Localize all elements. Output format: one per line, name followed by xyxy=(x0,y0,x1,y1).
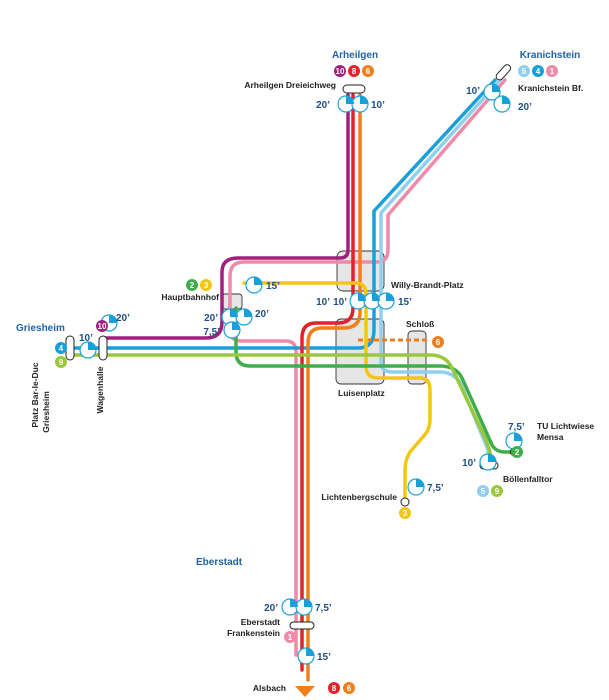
badge-1-eberstadt: 1 xyxy=(288,633,293,642)
freq-kranichstein-left: 10’ xyxy=(466,86,480,97)
station-eberstadt: Eberstadt xyxy=(241,617,280,627)
stop-bar-kranichstein xyxy=(495,64,512,81)
freq-arheilgen-right: 10’ xyxy=(371,100,385,111)
line-4-route xyxy=(62,78,497,350)
stop-lichtenberg xyxy=(400,497,410,507)
station-tu-lichtwiese: TU Lichtwiese xyxy=(537,421,594,431)
station-boellenfalltor: Böllenfalltor xyxy=(503,474,553,484)
stop-bar-arheilgen xyxy=(342,84,366,94)
station-hauptbahnhof: Hauptbahnhof xyxy=(161,292,219,302)
clock-wedges xyxy=(88,84,522,656)
freq-south: 15’ xyxy=(317,652,331,663)
station-schloss: Schloß xyxy=(406,319,434,329)
freq-hbf-bottom: 7,5’ xyxy=(203,327,220,338)
station-kranichstein-bf: Kranichstein Bf. xyxy=(518,83,583,93)
region-eberstadt: Eberstadt xyxy=(196,557,243,568)
badges-kranichstein: 5 4 1 xyxy=(518,65,558,77)
freq-lichtenberg: 7,5’ xyxy=(427,483,444,494)
freq-hbf-top: 15’ xyxy=(266,281,280,292)
station-area-hauptbahnhof xyxy=(221,293,243,310)
stop-bar-eberstadt xyxy=(289,621,315,630)
badge-4-kranichstein: 4 xyxy=(536,67,541,76)
arrow-south xyxy=(295,686,315,697)
freq-tu: 7,5’ xyxy=(508,422,525,433)
badge-9-boellenfalltor: 9 xyxy=(495,487,500,496)
badge-10-arheilgen: 10 xyxy=(336,67,345,76)
badges-hauptbahnhof: 2 3 xyxy=(186,279,212,291)
badge-3-lichtenberg: 3 xyxy=(403,509,408,518)
station-arheilgen-dreieichweg: Arheilgen Dreieichweg xyxy=(244,80,336,90)
badge-6-alsbach: 6 xyxy=(347,684,352,693)
line-6-route xyxy=(306,93,362,682)
station-wagenhalle: Wagenhalle xyxy=(95,366,105,413)
badge-1-kranichstein: 1 xyxy=(550,67,555,76)
station-lichtenbergschule: Lichtenbergschule xyxy=(321,492,397,502)
badges-arheilgen: 10 8 6 xyxy=(334,65,374,77)
badge-6-arheilgen: 6 xyxy=(366,67,371,76)
stop-bar-griesheim xyxy=(65,335,75,361)
freq-wbp-a: 10’ xyxy=(316,297,330,308)
station-platz-bar-le-duc: Platz Bar-le-Duc xyxy=(30,362,40,427)
station-alsbach: Alsbach xyxy=(253,683,286,693)
badge-2-tu: 2 xyxy=(515,448,520,457)
freq-boellenfalltor: 10’ xyxy=(462,458,476,469)
line-10-route xyxy=(102,93,350,340)
freq-kranichstein-right: 20’ xyxy=(518,102,532,113)
badge-9-griesheim: 9 xyxy=(59,358,64,367)
badge-2-hbf: 2 xyxy=(190,281,195,290)
badge-8-alsbach: 8 xyxy=(332,684,337,693)
badge-5-kranichstein: 5 xyxy=(522,67,527,76)
badge-4-griesheim: 4 xyxy=(59,344,64,353)
badge-8-arheilgen: 8 xyxy=(352,67,357,76)
line-8-route xyxy=(300,93,355,672)
badge-6-schloss: 6 xyxy=(436,338,441,347)
badge-10-griesheim: 10 xyxy=(98,322,107,331)
stop-bar-wagenhalle xyxy=(98,335,108,361)
freq-hbf-right: 20’ xyxy=(255,309,269,320)
freq-hbf-left: 20’ xyxy=(204,313,218,324)
freq-griesheim-left: 10’ xyxy=(79,333,93,344)
region-kranichstein: Kranichstein xyxy=(520,50,581,61)
freq-arheilgen-left: 20’ xyxy=(316,100,330,111)
freq-wbp-c: 15’ xyxy=(398,297,412,308)
station-griesheim-platz: Griesheim xyxy=(41,391,51,433)
freq-eberstadt-right: 7,5’ xyxy=(315,603,332,614)
badge-5-boellenfalltor: 5 xyxy=(481,487,486,496)
region-arheilgen: Arheilgen xyxy=(332,50,378,61)
line-3-route xyxy=(242,281,432,502)
badge-3-hbf: 3 xyxy=(204,281,209,290)
line-1-route xyxy=(228,78,507,657)
station-willy-brandt-platz: Willy-Brandt-Platz xyxy=(391,280,464,290)
region-griesheim: Griesheim xyxy=(16,323,65,334)
station-mensa: Mensa xyxy=(537,432,564,442)
freq-griesheim-top: 20’ xyxy=(116,313,130,324)
freq-eberstadt-left: 20’ xyxy=(264,603,278,614)
freq-wbp-b: 10’ xyxy=(333,297,347,308)
station-luisenplatz: Luisenplatz xyxy=(338,388,385,398)
station-frankenstein: Frankenstein xyxy=(227,628,280,638)
